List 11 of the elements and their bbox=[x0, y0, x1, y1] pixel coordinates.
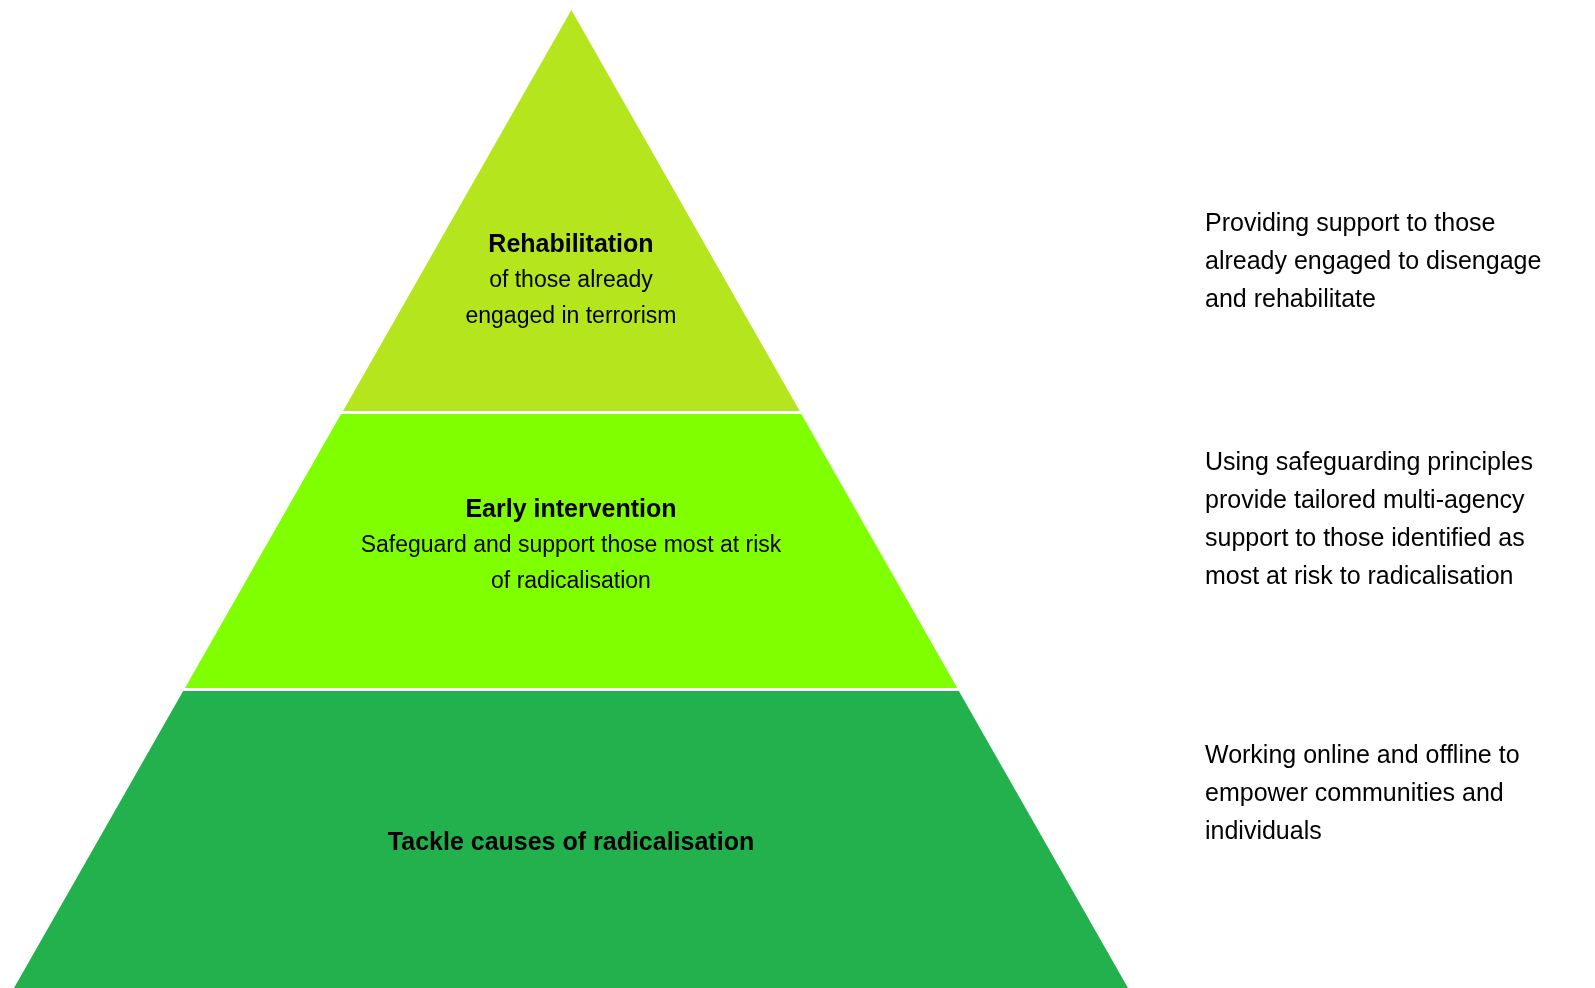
tier-heading: Tackle causes of radicalisation bbox=[386, 826, 756, 857]
pyramid-top-triangle bbox=[342, 10, 800, 411]
tier-description: of those already engaged in terrorism bbox=[464, 265, 678, 330]
side-note: Providing support to those already engaged to disengage and rehabilitate bbox=[1205, 207, 1543, 314]
pyramid-tier bbox=[184, 414, 958, 688]
tier-heading: Rehabilitation bbox=[487, 228, 655, 259]
tier-description: Safeguard and support those most at risk of radicalisation bbox=[359, 530, 783, 595]
tier-heading: Early intervention bbox=[464, 493, 678, 524]
side-note: Working online and offline to empower communities and individuals bbox=[1205, 739, 1521, 846]
side-note: Using safeguarding principles provide tailored multi-agency support to those identified as most at risk to radicalisation bbox=[1205, 446, 1534, 591]
pyramid-tier bbox=[14, 691, 1128, 988]
